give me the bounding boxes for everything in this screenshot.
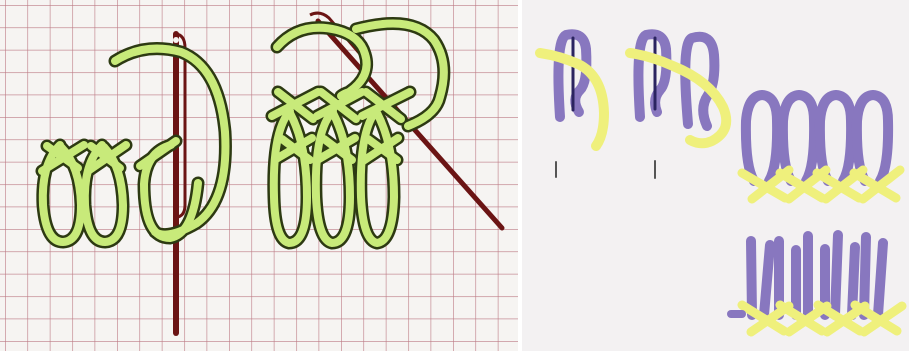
purple-yellow-loop-stitch-icon [540, 34, 902, 332]
